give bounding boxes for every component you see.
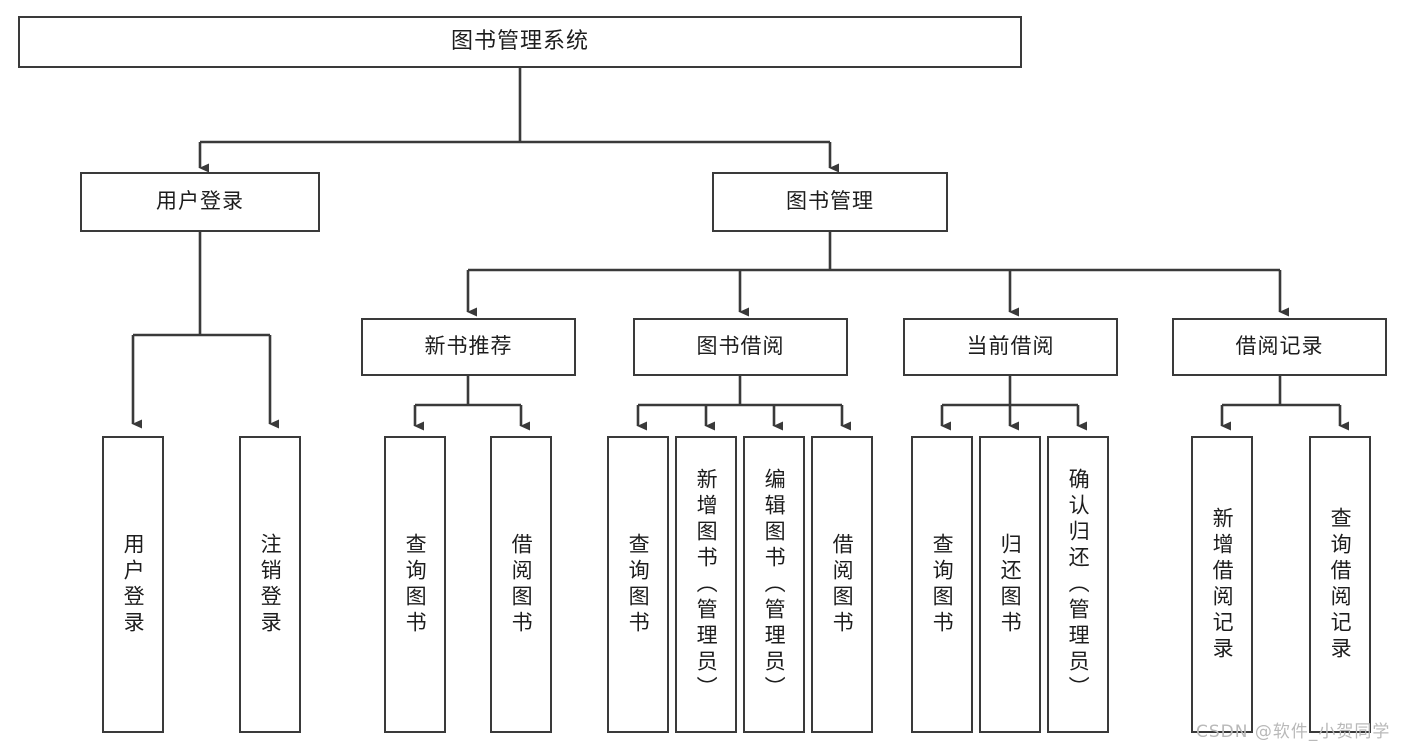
leaf-record-query-record[interactable]: 查询借阅记录 [1309,436,1371,733]
leaf-borrow-edit-book-admin[interactable]: 编辑图书（管理员） [743,436,805,733]
node-root[interactable]: 图书管理系统 [18,16,1022,68]
leaf-borrow-query-book[interactable]: 查询图书 [607,436,669,733]
node-current-borrow-label: 当前借阅 [966,334,1055,359]
leaf-label: 编辑图书（管理员） [762,467,787,702]
leaf-current-confirm-return-admin[interactable]: 确认归还（管理员） [1047,436,1109,733]
leaf-record-add-record[interactable]: 新增借阅记录 [1191,436,1253,733]
node-borrow-record[interactable]: 借阅记录 [1172,318,1387,376]
node-new-book-recommend-label: 新书推荐 [424,334,513,359]
leaf-user-login-signin[interactable]: 用户登录 [102,436,164,733]
leaf-label: 借阅图书 [509,532,534,637]
watermark: CSDN @软件_小贺同学 [1196,722,1391,742]
leaf-label: 新增借阅记录 [1210,506,1235,663]
leaf-recommend-borrow-book[interactable]: 借阅图书 [490,436,552,733]
node-book-borrow[interactable]: 图书借阅 [633,318,848,376]
leaf-label: 注销登录 [258,532,283,637]
leaf-label: 查询图书 [930,532,955,637]
node-user-login-label: 用户登录 [156,189,244,214]
node-book-management[interactable]: 图书管理 [712,172,948,232]
leaf-label: 归还图书 [998,532,1023,637]
node-book-borrow-label: 图书借阅 [696,334,785,359]
leaf-label: 查询图书 [626,532,651,637]
leaf-borrow-borrow-book[interactable]: 借阅图书 [811,436,873,733]
leaf-label: 新增图书（管理员） [694,467,719,702]
node-borrow-record-label: 借阅记录 [1235,334,1324,359]
leaf-label: 确认归还（管理员） [1066,467,1091,702]
leaf-recommend-query-book[interactable]: 查询图书 [384,436,446,733]
leaf-user-login-signout[interactable]: 注销登录 [239,436,301,733]
node-current-borrow[interactable]: 当前借阅 [903,318,1118,376]
node-book-management-label: 图书管理 [786,189,874,214]
node-new-book-recommend[interactable]: 新书推荐 [361,318,576,376]
leaf-current-return-book[interactable]: 归还图书 [979,436,1041,733]
leaf-label: 查询借阅记录 [1328,506,1353,663]
leaf-label: 用户登录 [121,532,146,637]
leaf-borrow-add-book-admin[interactable]: 新增图书（管理员） [675,436,737,733]
leaf-label: 借阅图书 [830,532,855,637]
leaf-label: 查询图书 [403,532,428,637]
node-user-login[interactable]: 用户登录 [80,172,320,232]
leaf-current-query-book[interactable]: 查询图书 [911,436,973,733]
node-root-label: 图书管理系统 [450,28,589,54]
